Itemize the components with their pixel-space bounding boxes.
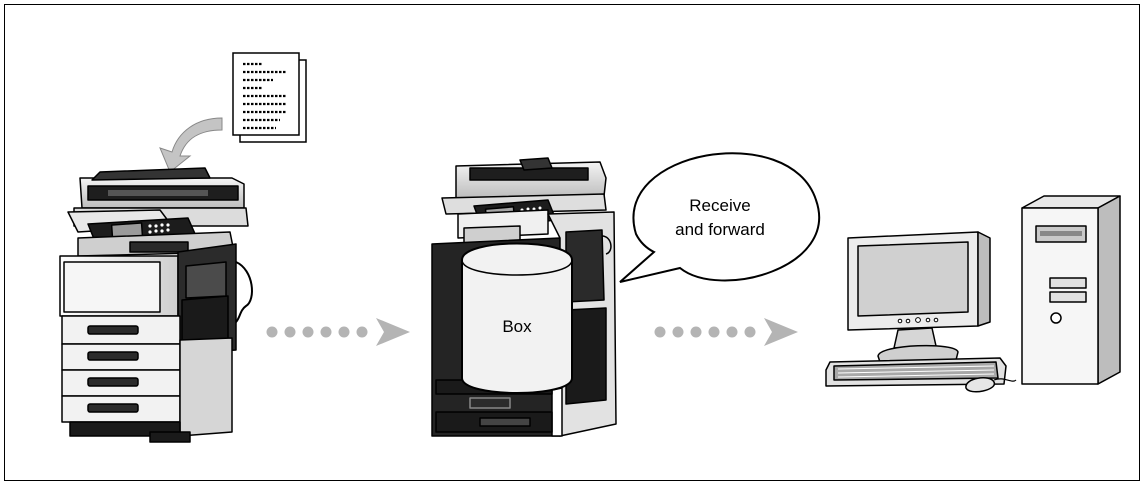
bubble-text-line2: and forward [675, 220, 765, 239]
speech-bubble: Receive and forward [620, 153, 819, 282]
mfp-sender [60, 168, 252, 442]
box-label: Box [502, 317, 532, 336]
document-icon [233, 53, 306, 142]
bubble-text-line1: Receive [689, 196, 750, 215]
box-icon: Box [462, 244, 572, 394]
curved-arrow-icon [160, 118, 222, 172]
computer-icon [826, 196, 1120, 392]
dotted-arrow-icon [267, 318, 411, 346]
dotted-arrow-icon [655, 318, 799, 346]
